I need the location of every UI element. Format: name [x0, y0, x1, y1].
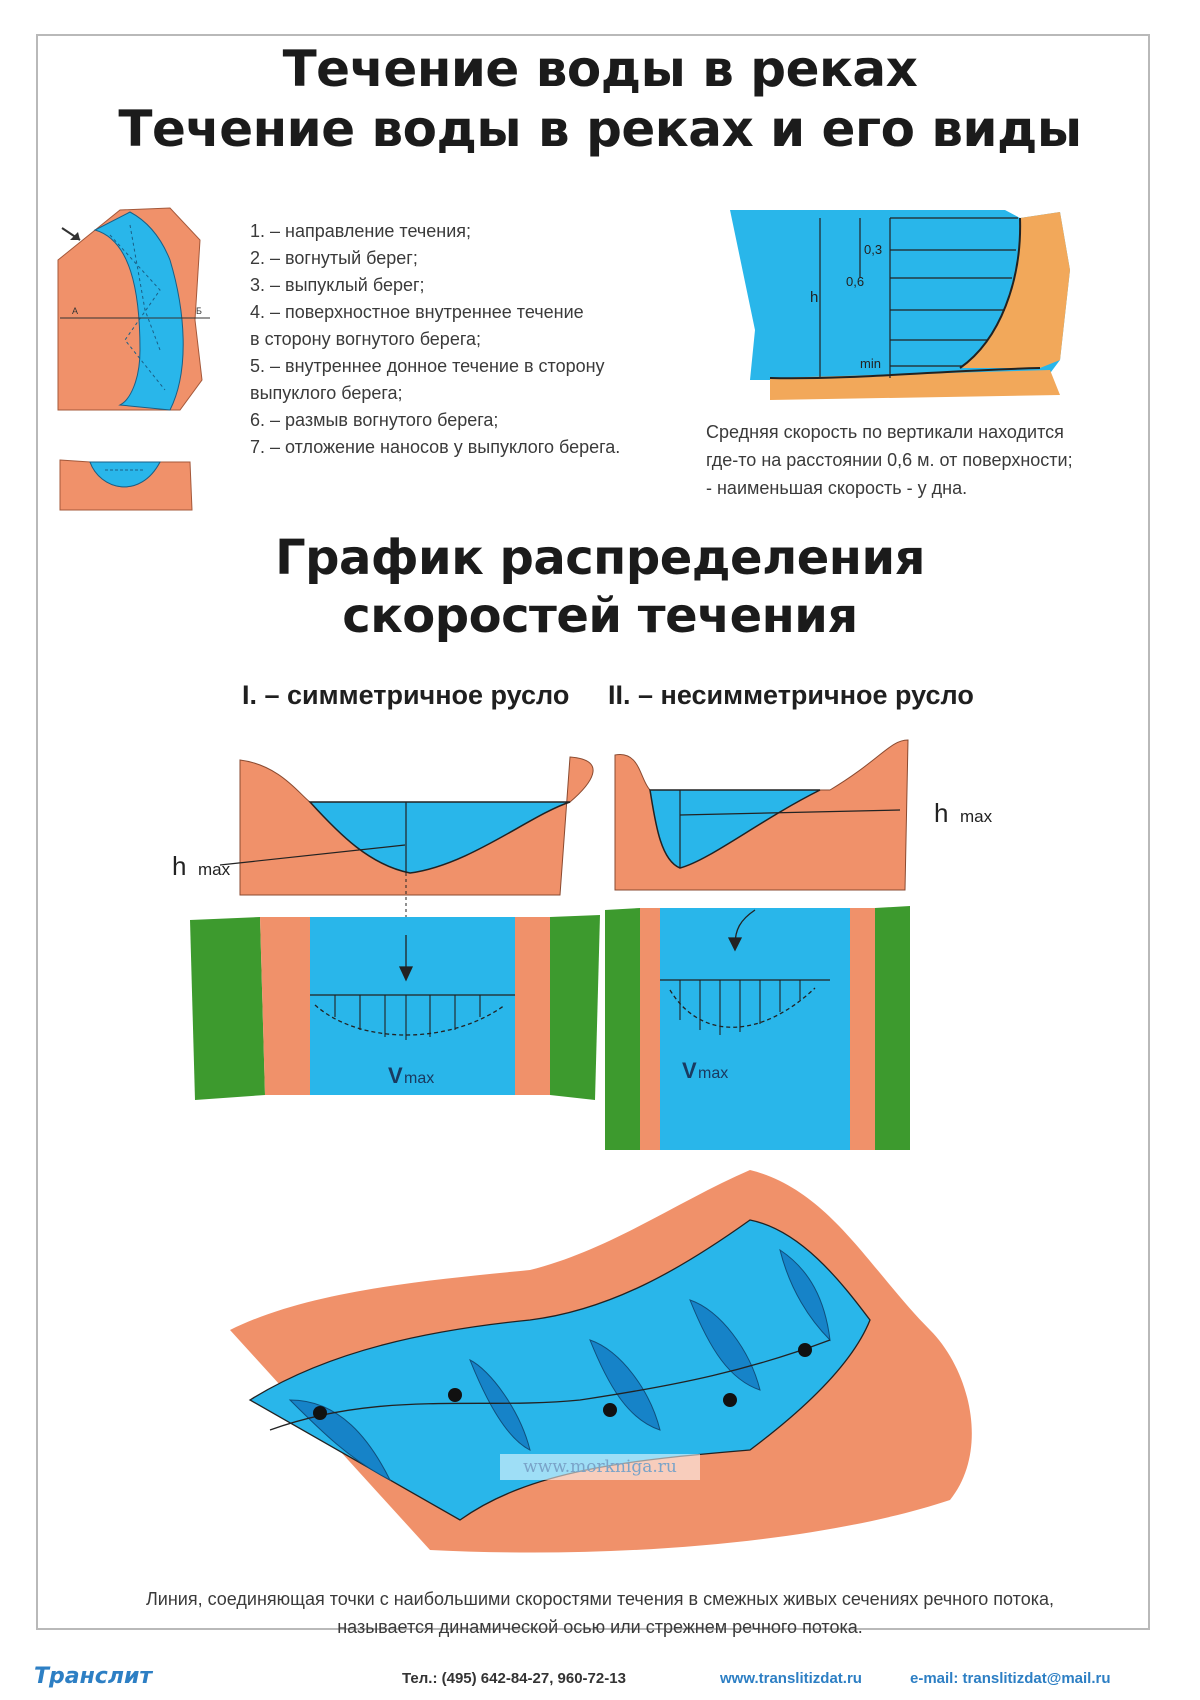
- graph-title-line1: График распределения: [275, 530, 925, 586]
- legend-item: 7. – отложение наносов у выпуклого берег…: [250, 437, 621, 457]
- publisher-logo: Транслит: [34, 1664, 153, 1689]
- asym-velocity-arrows: [679, 980, 801, 1035]
- profile-note-line: Средняя скорость по вертикали находится: [706, 422, 1064, 442]
- legend-item: выпуклого берега;: [250, 383, 403, 403]
- bend-cross-section: [59, 459, 193, 511]
- footer-site-link[interactable]: www.translitizdat.ru: [720, 1670, 862, 1687]
- sym-vmax-sub: max: [404, 1070, 434, 1087]
- profile-note: Средняя скорость по вертикали находится …: [706, 418, 1146, 502]
- vertical-velocity-profile: h 0,3 0,6 min: [730, 210, 1070, 400]
- sym-vmax-label: V: [388, 1063, 403, 1088]
- sym-hmax-label: h: [172, 851, 186, 881]
- symmetric-channel-diagram: h max V max: [172, 756, 600, 1100]
- sym-hmax-sub: max: [198, 860, 231, 879]
- symmetric-channel-label: I. – симметричное русло: [242, 680, 570, 710]
- footer-phone: Тел.: (495) 642-84-27, 960-72-13: [402, 1670, 626, 1687]
- asym-hmax-label: h: [934, 798, 948, 828]
- dynamic-axis-note: Линия, соединяющая точки с наибольшими с…: [60, 1585, 1140, 1641]
- profile-min-label: min: [860, 356, 881, 371]
- legend-item: 4. – поверхностное внутреннее течение: [250, 302, 584, 322]
- bend-label-b: Б: [196, 306, 202, 316]
- asym-vmax-sub: max: [698, 1065, 728, 1082]
- footer-email-link[interactable]: e-mail: translitizdat@mail.ru: [910, 1670, 1111, 1687]
- legend-item: 6. – размыв вогнутого берега;: [250, 410, 499, 430]
- dynamic-axis-diagram: [230, 1170, 972, 1553]
- page-title: Течение воды в реках: [282, 40, 918, 98]
- asymmetric-channel-diagram: h max V max: [605, 739, 993, 1150]
- page-subtitle: Течение воды в реках и его виды: [118, 100, 1082, 158]
- graph-title-line2: скоростей течения: [342, 588, 858, 644]
- bend-label-a: A: [72, 306, 78, 316]
- profile-03-label: 0,3: [864, 242, 882, 257]
- legend-item: 1. – направление течения;: [250, 221, 472, 241]
- asym-hmax-sub: max: [960, 807, 993, 826]
- river-bend-diagram: A Б: [57, 207, 210, 511]
- legend-item: в сторону вогнутого берега;: [250, 329, 482, 349]
- asym-vmax-label: V: [682, 1058, 697, 1083]
- dynamic-axis-note-line: Линия, соединяющая точки с наибольшими с…: [145, 1589, 1054, 1609]
- sym-velocity-arrows: [334, 995, 481, 1040]
- legend-item: 2. – вогнутый берег;: [250, 248, 418, 268]
- legend-item: 5. – внутреннее донное течение в сторону: [250, 356, 605, 376]
- poster-frame: [36, 34, 1150, 1630]
- profile-06-label: 0,6: [846, 274, 864, 289]
- profile-note-line: где-то на расстоянии 0,6 м. от поверхнос…: [706, 450, 1073, 470]
- legend-list: 1. – направление течения; 2. – вогнутый …: [250, 218, 690, 461]
- asymmetric-channel-label: II. – несимметричное русло: [608, 680, 974, 710]
- profile-h-label: h: [810, 289, 818, 306]
- legend-item: 3. – выпуклый берег;: [250, 275, 425, 295]
- profile-note-line: - наименьшая скорость - у дна.: [706, 478, 968, 498]
- dynamic-axis-note-line: называется динамической осью или стрежне…: [337, 1617, 863, 1637]
- watermark: www.morkniga.ru: [500, 1454, 700, 1480]
